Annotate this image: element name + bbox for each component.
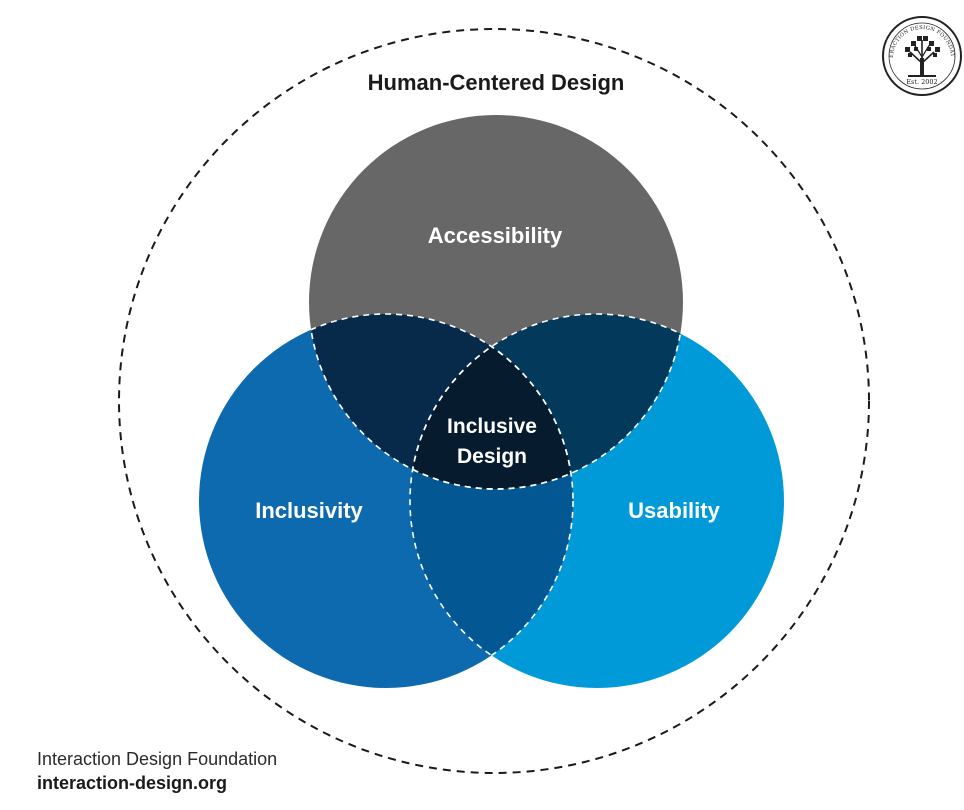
inclusivity-label: Inclusivity <box>255 498 363 523</box>
dashed-border-usability-in-accessibility <box>409 313 683 489</box>
outer-dashed-circle <box>118 28 870 774</box>
outer-label: Human-Centered Design <box>368 70 625 95</box>
center-label-line1: Inclusive <box>447 415 537 438</box>
overlap-center <box>410 314 573 489</box>
center-label-line2: Design <box>457 445 527 468</box>
footer-org-name: Interaction Design Foundation <box>37 749 278 769</box>
logo-established-text: Est. 2002 <box>906 78 937 86</box>
footer-org-url[interactable]: interaction-design.org <box>37 773 228 793</box>
dashed-border-usability-in-inclusivity <box>409 314 573 688</box>
dashed-border-inclusivity-in-accessibility <box>309 313 574 489</box>
usability-label: Usability <box>628 498 720 523</box>
dashed-border-inclusivity-in-usability <box>410 314 574 688</box>
logo-inner-ring <box>888 22 956 90</box>
accessibility-label: Accessibility <box>428 223 563 248</box>
footer: Interaction Design Foundation interactio… <box>37 747 277 795</box>
tree-icon <box>905 36 940 77</box>
